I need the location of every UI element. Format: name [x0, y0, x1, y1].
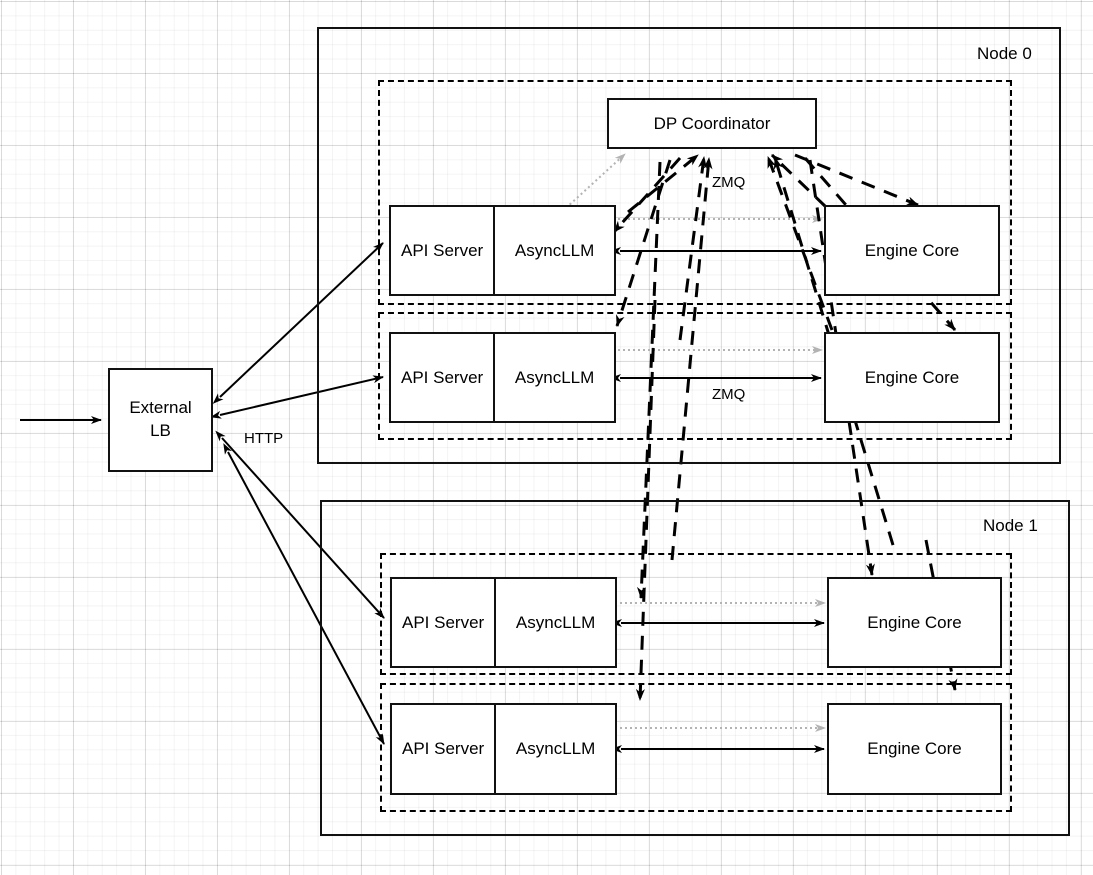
node-0-group-0	[378, 80, 1012, 305]
node-1-group-0	[380, 553, 1012, 675]
node-0-group-0-engine-core[interactable]: Engine Core	[824, 205, 1000, 296]
zmq-label-node0-row1: ZMQ	[712, 174, 746, 191]
zmq-label-node0-row2: ZMQ	[712, 386, 746, 403]
asyncllm-label: AsyncLLM	[493, 334, 614, 421]
external-lb-label-line1: External	[129, 398, 192, 418]
node-0-group-1-engine-core[interactable]: Engine Core	[824, 332, 1000, 423]
external-lb-label-line2: LB	[150, 421, 171, 440]
node-1-group-0-api-unit[interactable]: API Server AsyncLLM	[390, 577, 617, 668]
api-server-label: API Server	[402, 739, 485, 758]
engine-core-label: Engine Core	[864, 367, 960, 387]
asyncllm-label: AsyncLLM	[494, 705, 615, 793]
node-0-container	[317, 27, 1061, 464]
asyncllm-label: AsyncLLM	[493, 207, 614, 294]
asyncllm-label: AsyncLLM	[494, 579, 615, 666]
node-1-group-1-engine-core[interactable]: Engine Core	[827, 703, 1002, 795]
node-0-group-1	[378, 312, 1012, 440]
node-1-container	[320, 500, 1070, 836]
dp-coordinator-label: DP Coordinator	[653, 113, 771, 133]
engine-core-label: Engine Core	[867, 612, 962, 632]
node-1-title: Node 1	[983, 516, 1038, 535]
http-label: HTTP	[244, 430, 284, 447]
node-1-group-0-engine-core[interactable]: Engine Core	[827, 577, 1002, 668]
api-server-label: API Server	[402, 612, 485, 632]
node-0-group-0-api-unit[interactable]: API Server AsyncLLM	[389, 205, 616, 296]
node-1-group-1	[380, 683, 1012, 812]
engine-core-label: Engine Core	[864, 240, 960, 260]
api-server-label: API Server	[401, 367, 484, 387]
node-0-title: Node 0	[977, 44, 1032, 63]
node-1-group-1-api-unit[interactable]: API Server AsyncLLM	[390, 703, 617, 795]
external-lb-box[interactable]: External LB	[108, 368, 213, 472]
api-server-label: API Server	[401, 240, 484, 260]
dp-coordinator-box[interactable]: DP Coordinator	[607, 98, 817, 149]
engine-core-label: Engine Core	[867, 739, 962, 758]
node-0-group-1-api-unit[interactable]: API Server AsyncLLM	[389, 332, 616, 423]
